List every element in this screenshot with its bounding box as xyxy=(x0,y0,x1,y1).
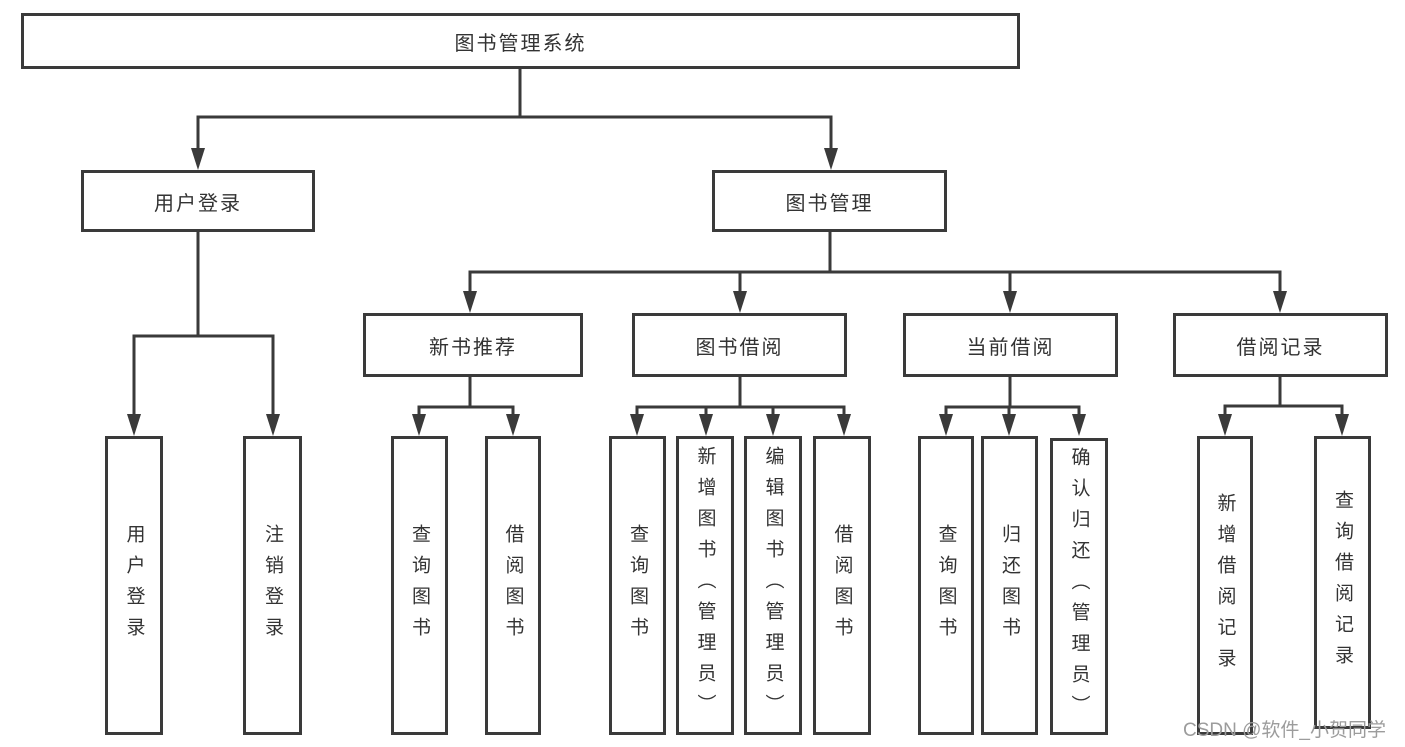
node-book-borrow: 图书借阅 xyxy=(632,313,847,377)
node-book-management: 图书管理 xyxy=(712,170,947,232)
leaf-recommend-borrow-book: 借阅图书 xyxy=(485,436,541,735)
leaf-borrow-edit-book: 编辑图书（管理员） xyxy=(744,436,802,735)
node-user-login: 用户登录 xyxy=(81,170,315,232)
leaf-current-confirm-return: 确认归还（管理员） xyxy=(1050,438,1108,735)
arrowheads xyxy=(127,148,1349,436)
leaf-borrow-borrow-book: 借阅图书 xyxy=(813,436,871,735)
leaf-borrow-add-book: 新增图书（管理员） xyxy=(676,436,734,735)
node-new-book-recommend: 新书推荐 xyxy=(363,313,583,377)
node-current-borrow: 当前借阅 xyxy=(903,313,1118,377)
leaf-borrow-query-book: 查询图书 xyxy=(609,436,666,735)
leaf-current-return-book: 归还图书 xyxy=(981,436,1038,735)
leaf-current-query-book: 查询图书 xyxy=(918,436,974,735)
leaf-record-add: 新增借阅记录 xyxy=(1197,436,1253,735)
node-borrow-record: 借阅记录 xyxy=(1173,313,1388,377)
leaf-logout: 注销登录 xyxy=(243,436,302,735)
leaf-record-query: 查询借阅记录 xyxy=(1314,436,1371,729)
leaf-user-login: 用户登录 xyxy=(105,436,163,735)
watermark: CSDN @软件_小贺同学 xyxy=(1183,720,1386,741)
leaf-recommend-query-book: 查询图书 xyxy=(391,436,448,735)
node-root: 图书管理系统 xyxy=(21,13,1020,69)
